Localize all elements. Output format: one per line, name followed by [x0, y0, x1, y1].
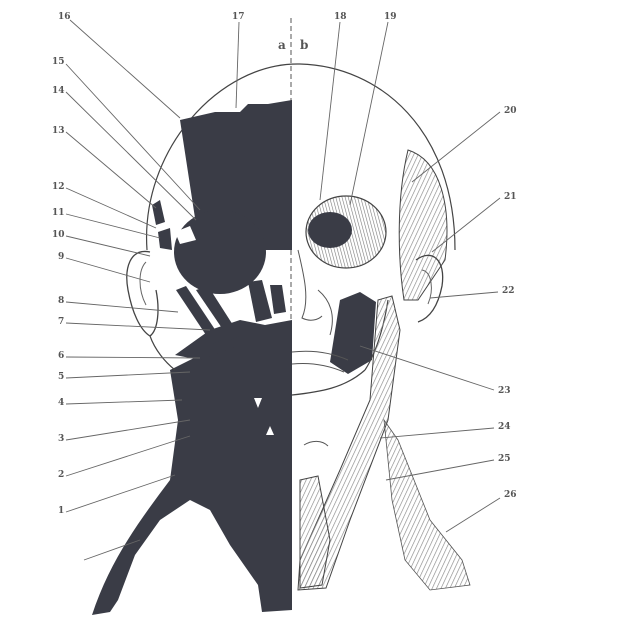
orbit-muscle-left [174, 210, 266, 294]
label-18: 18 [334, 12, 347, 22]
label-15: 15 [52, 57, 65, 67]
label-7: 7 [58, 317, 64, 327]
orbit-right-inner [308, 212, 352, 248]
label-23: 23 [498, 386, 511, 396]
label-11: 11 [52, 208, 65, 218]
ear-left-inner [140, 262, 146, 305]
label-5: 5 [58, 372, 64, 382]
temporal-muscle-right [399, 150, 447, 300]
chin-outline-right [292, 370, 365, 395]
label-25: 25 [498, 454, 511, 464]
label-1: 1 [58, 506, 64, 516]
label-9: 9 [58, 252, 64, 262]
label-26: 26 [504, 490, 517, 500]
label-3: 3 [58, 434, 64, 444]
label-8: 8 [58, 296, 64, 306]
trapezius-right [384, 420, 470, 590]
side-label-a: a [278, 40, 286, 50]
label-20: 20 [504, 106, 517, 116]
ear-left [127, 251, 158, 336]
temple-patch-upper [152, 200, 165, 225]
label-6: 6 [58, 351, 64, 361]
side-label-b: b [300, 40, 308, 50]
face-profile-left [150, 336, 175, 370]
temple-patch-lower [158, 228, 172, 250]
nose-outline-right [298, 250, 322, 320]
label-4: 4 [58, 398, 64, 408]
label-13: 13 [52, 126, 65, 136]
masseter-right [330, 292, 376, 374]
label-10: 10 [52, 230, 65, 240]
neck-muscle-dark [92, 340, 292, 615]
label-12: 12 [52, 182, 65, 192]
label-22: 22 [502, 286, 515, 296]
label-16: 16 [58, 12, 71, 22]
label-19: 19 [384, 12, 397, 22]
hyoid-outline [304, 441, 328, 446]
label-2: 2 [58, 470, 64, 480]
label-14: 14 [52, 86, 65, 96]
label-17: 17 [232, 12, 245, 22]
nasal-muscle [248, 280, 272, 322]
nasal-muscle-2 [270, 285, 286, 314]
label-24: 24 [498, 422, 511, 432]
label-21: 21 [504, 192, 517, 202]
cheek-outline-right [318, 290, 332, 335]
